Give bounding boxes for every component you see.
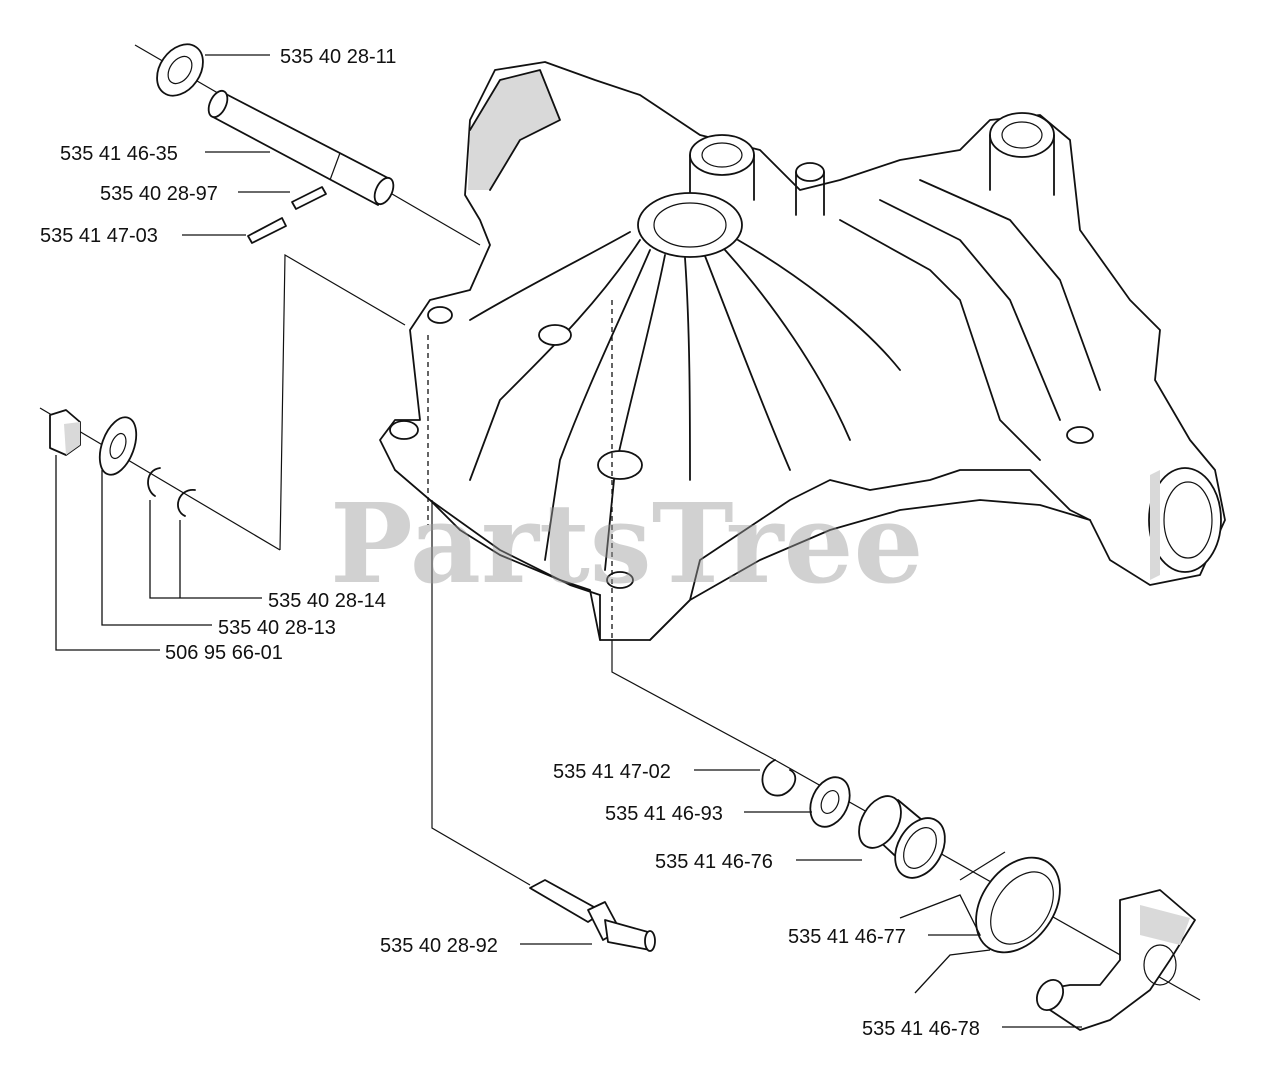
shaft-part [207,89,395,206]
seal-part [156,43,204,97]
part-number-label[interactable]: 535 41 46-77 [788,926,906,948]
retaining-ring-part [147,467,161,497]
part-number-label[interactable]: 535 40 28-14 [268,590,386,612]
part-number-label[interactable]: 535 41 46-78 [862,1018,980,1040]
hex-nut-part [49,409,81,456]
part-number-label[interactable]: 535 41 46-76 [655,851,773,873]
lever-arm-part [1035,889,1196,1031]
washer-part [98,416,138,476]
pivot-pin-part [529,879,656,952]
circlip-part [761,759,797,797]
part-number-label[interactable]: 506 95 66-01 [165,642,283,664]
part-number-label[interactable]: 535 41 46-93 [605,803,723,825]
part-number-label[interactable]: 535 40 28-11 [280,46,396,68]
bushing-part [858,795,946,879]
shaft-assembly [134,43,481,246]
thrust-washer-part [809,776,851,828]
pin-part [247,186,327,244]
sleeve-part [959,851,1061,954]
part-number-label[interactable]: 535 40 28-13 [218,617,336,639]
transaxle-housing [379,61,1226,641]
part-number-label[interactable]: 535 41 47-03 [40,225,158,247]
watermark-text: PartsTree [330,479,924,608]
part-number-label[interactable]: 535 41 46-35 [60,143,178,165]
pivot-pin-assembly [431,500,656,952]
lower-assembly [611,640,1201,1031]
part-labels: 535 40 28-11 535 41 46-35 535 40 28-97 5… [40,46,980,1040]
part-number-label[interactable]: 535 40 28-97 [100,183,218,205]
fastener-assembly [39,253,406,651]
part-number-label[interactable]: 535 40 28-92 [380,935,498,957]
part-number-label[interactable]: 535 41 47-02 [553,761,671,783]
